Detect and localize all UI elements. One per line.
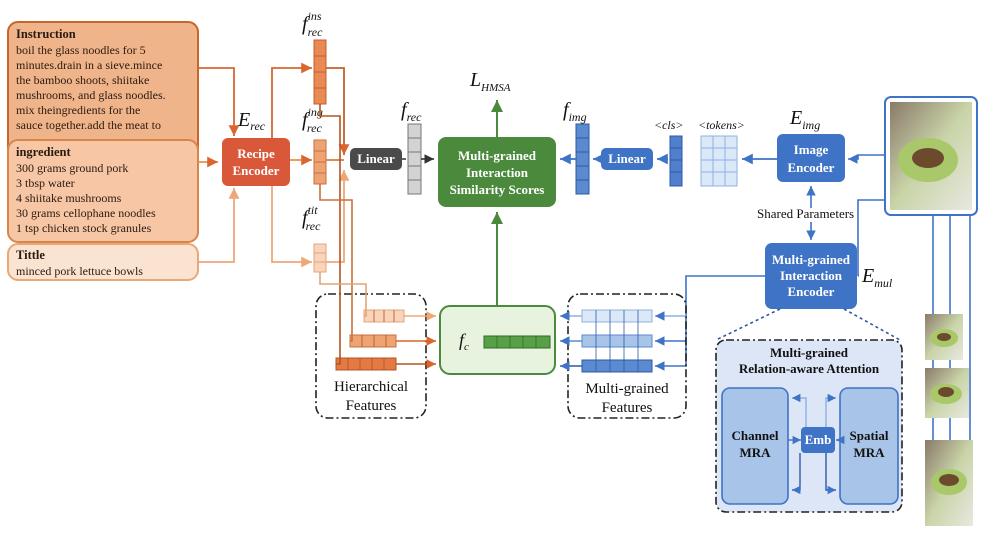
image-patch-1 [925, 314, 963, 360]
instruction-title: Instruction [16, 27, 76, 41]
linear-left: Linear [350, 148, 402, 170]
l-hmsa-symbol: LHMSA [469, 69, 511, 94]
multi-grained-encoder: Multi-grained Interaction Encoder [765, 243, 857, 309]
linear-right: Linear [601, 148, 653, 170]
ingredient-line: 30 grams cellophane noodles [16, 206, 156, 220]
hier-features-label: Hierarchical [334, 379, 408, 395]
spatial-mra-label: Spatial [849, 428, 888, 443]
cls-label: <cls> [654, 118, 684, 132]
zoom-line-right [844, 309, 900, 340]
multi-features-label: Features [602, 400, 653, 416]
instruction-line: boil the glass noodles for 5 [16, 43, 146, 57]
ingredient-line: 3 tbsp water [16, 176, 75, 190]
mra-title: Relation-aware Attention [739, 361, 880, 376]
instruction-line: sauce together.add the meat to [16, 118, 161, 132]
recipe-encoder-label: Recipe [237, 146, 275, 161]
similarity-scores-node: Multi-grained Interaction Similarity Sco… [438, 137, 556, 207]
channel-mra-label: MRA [739, 445, 771, 460]
f-img-symbol: fimg [563, 99, 587, 124]
svg-text:LHMSA: LHMSA [469, 69, 511, 94]
emb-label: Emb [805, 432, 832, 447]
image-patch-3 [925, 440, 973, 526]
svg-text:Emul: Emul [861, 265, 893, 290]
feature-vector-ins [314, 40, 326, 104]
ingredient-line: 1 tsp chicken stock granules [16, 221, 152, 235]
svg-text:Erec: Erec [237, 109, 266, 133]
multi-to-fc-arrows [560, 316, 582, 366]
feature-vector-tit [314, 244, 326, 272]
feature-vector-ing [314, 140, 326, 184]
hier-features-label: Features [346, 398, 397, 414]
recipe-encoder-label: Encoder [233, 163, 280, 178]
mra-title: Multi-grained [770, 345, 849, 360]
svg-text:frec: frec [401, 99, 422, 124]
vectors-to-linear [326, 68, 344, 262]
svg-text:finsrec: finsrec [302, 9, 323, 39]
e-mul-symbol: Emul [861, 265, 893, 290]
scores-label: Multi-grained [458, 148, 537, 163]
cls-vector [670, 136, 682, 186]
svg-text:Eimg: Eimg [789, 107, 820, 132]
mul-encoder-label: Multi-grained [772, 252, 851, 267]
fc-node [440, 306, 555, 374]
f-rec-tit-symbol: ftitrec [302, 203, 321, 233]
ingredient-title: ingredient [16, 145, 71, 159]
encoder-to-hier-arrows [320, 104, 366, 364]
tokens-grid [701, 136, 737, 186]
instruction-line: minutes.drain in a sieve.mince [16, 58, 162, 72]
multi-grained-features-group: Multi-grained Features [568, 294, 686, 418]
instruction-line: mushrooms, and glass noodles. [16, 88, 166, 102]
ingredient-line: 300 grams ground pork [16, 161, 128, 175]
channel-mra: Channel MRA [722, 388, 788, 504]
linear-right-label: Linear [608, 151, 646, 166]
scores-label: Interaction [466, 165, 529, 180]
e-rec-symbol: Erec [237, 109, 266, 133]
instruction-line: the bamboo shoots, shiitake [16, 73, 149, 87]
tokens-label: <tokens> [698, 118, 745, 132]
channel-mra-label: Channel [732, 428, 779, 443]
feature-vector-rec [408, 124, 421, 194]
f-rec-symbol: frec [401, 99, 422, 124]
instruction-line: mix theingredients for the [16, 103, 140, 117]
hierarchical-features-group: Hierarchical Features [316, 294, 426, 418]
ingredient-line: 4 shiitake mushrooms [16, 191, 122, 205]
mul-encoder-label: Encoder [788, 284, 835, 299]
svg-text:ftitrec: ftitrec [302, 203, 321, 233]
mul-encoder-label: Interaction [780, 268, 843, 283]
image-encoder-label: Encoder [788, 160, 835, 175]
e-img-symbol: Eimg [789, 107, 820, 132]
recipe-encoder: Recipe Encoder [222, 138, 290, 186]
f-rec-ins-symbol: finsrec [302, 9, 323, 39]
spatial-mra: Spatial MRA [840, 388, 898, 504]
scores-label: Similarity Scores [450, 182, 545, 197]
image-patch-2 [925, 368, 969, 418]
feature-vector-img [576, 124, 589, 194]
svg-text:fimg: fimg [563, 99, 587, 124]
multi-features-label: Multi-grained [585, 381, 669, 397]
title-box: Tittle minced pork lettuce bowls [8, 244, 198, 280]
image-encoder: Image Encoder [777, 134, 845, 182]
shared-parameters-label: Shared Parameters [757, 206, 854, 221]
emb-node: Emb [801, 427, 835, 453]
image-encoder-label: Image [794, 142, 829, 157]
linear-left-label: Linear [357, 151, 395, 166]
ingredient-box: ingredient 300 grams ground pork 3 tbsp … [8, 140, 198, 242]
title-box-title: Tittle [16, 248, 45, 262]
title-box-line: minced pork lettuce bowls [16, 264, 143, 278]
hier-to-fc-arrows [396, 316, 436, 364]
spatial-mra-label: MRA [853, 445, 885, 460]
zoom-line-left [716, 309, 780, 340]
